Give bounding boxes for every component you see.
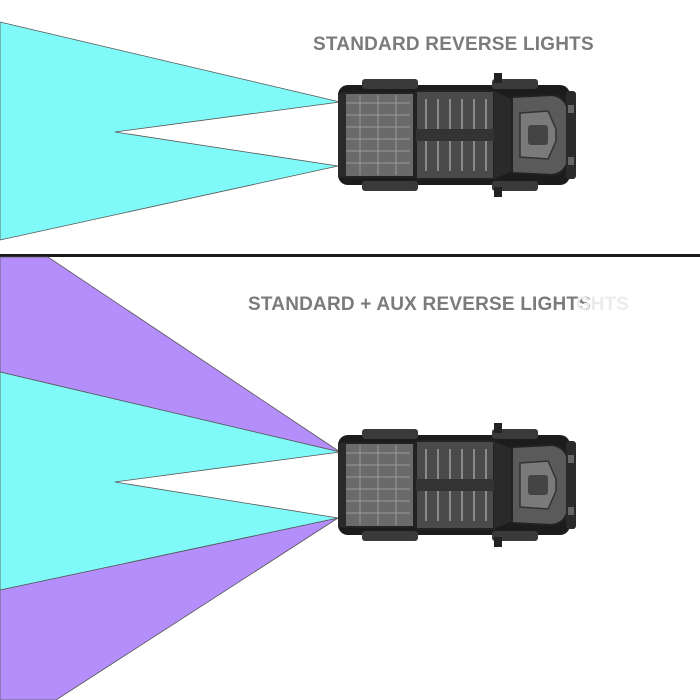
standard-reverse-beam-bottom: [0, 371, 341, 591]
standard-reverse-beam: [0, 21, 341, 241]
standard-lights-title: STANDARD REVERSE LIGHTS: [313, 34, 594, 55]
truck-top-view: [337, 72, 577, 198]
panel-divider: [0, 254, 700, 257]
ghost-text-artifact: GHTS: [576, 294, 629, 315]
standard-aux-lights-title: STANDARD + AUX REVERSE LIGHTS: [248, 294, 592, 315]
truck-top-view-bottom: [337, 422, 577, 548]
